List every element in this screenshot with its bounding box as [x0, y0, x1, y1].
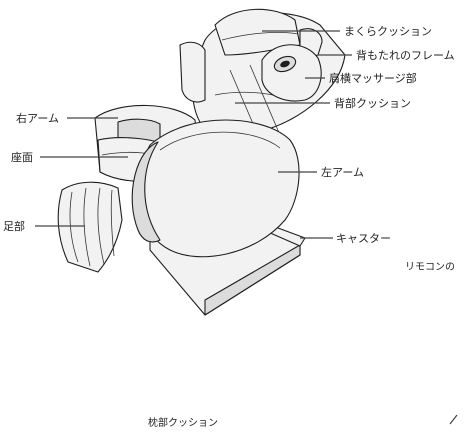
label-seat: 座面	[11, 151, 33, 164]
label-back-cushion: 背部クッション	[334, 97, 411, 110]
label-caster: キャスター	[336, 232, 391, 245]
label-backrest-frame: 背もたれのフレーム	[356, 49, 455, 62]
label-shoulder-massage: 肩横マッサージ部	[329, 72, 417, 85]
leader-lines	[35, 30, 458, 425]
label-headrest-cushion: まくらクッション	[344, 25, 432, 38]
label-remote-cut: リモコンの	[405, 262, 455, 273]
label-left-arm: 左アーム	[321, 166, 365, 179]
caption-pillow-cushion: 枕部クッション	[148, 418, 218, 429]
label-right-arm: 右アーム	[16, 112, 60, 125]
label-foot: 足部	[3, 220, 25, 233]
left-arm	[131, 119, 300, 258]
foot-section	[57, 181, 123, 273]
shoulder-module	[261, 44, 322, 102]
